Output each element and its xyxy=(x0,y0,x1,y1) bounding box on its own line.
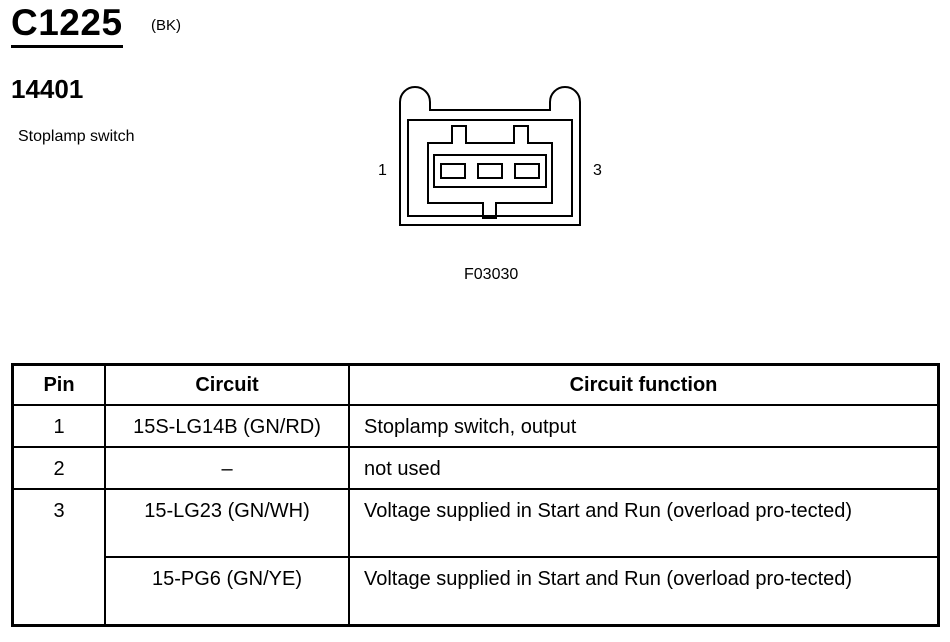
circuit-cell: – xyxy=(104,446,350,490)
part-name: Stoplamp switch xyxy=(18,128,135,145)
column-header-circuit-function: Circuit function xyxy=(348,363,940,406)
terminal-pin-3 xyxy=(514,163,540,179)
connector-housing-outer xyxy=(399,86,581,226)
terminal-cavity-block xyxy=(427,125,553,219)
part-number: 14401 xyxy=(11,74,84,104)
terminal-pin-2 xyxy=(477,163,503,179)
pin-table: Pin Circuit Circuit function 1 15S-LG14B… xyxy=(11,363,940,627)
figure-code: F03030 xyxy=(464,266,519,283)
circuit-function-cell: Stoplamp switch, output xyxy=(348,404,940,448)
terminal-frame xyxy=(433,154,547,188)
pin-1-label: 1 xyxy=(378,162,387,179)
table-row: 2 – not used xyxy=(11,446,940,490)
column-header-pin: Pin xyxy=(11,363,106,406)
table-row: 3 15-LG23 (GN/WH) Voltage supplied in St… xyxy=(11,488,940,627)
terminal-pin-1 xyxy=(440,163,466,179)
circuit-function-cell: Voltage supplied in Start and Run (overl… xyxy=(348,488,940,558)
connector-color-code: (BK) xyxy=(151,17,181,34)
circuit-cell: 15S-LG14B (GN/RD) xyxy=(104,404,350,448)
table-row: 15-PG6 (GN/YE) Voltage supplied in Start… xyxy=(13,556,940,627)
circuit-function-cell: not used xyxy=(348,446,940,490)
column-header-circuit: Circuit xyxy=(104,363,350,406)
pin-cell: 2 xyxy=(11,446,106,490)
connector-face-diagram xyxy=(399,86,581,226)
circuit-cell: 15-LG23 (GN/WH) xyxy=(104,488,350,558)
table-header-row: Pin Circuit Circuit function xyxy=(11,363,940,406)
pin-3-label: 3 xyxy=(593,162,602,179)
connector-housing-inner xyxy=(407,119,573,217)
pin-cell: 3 xyxy=(11,488,106,627)
circuit-cell: 15-PG6 (GN/YE) xyxy=(104,556,350,627)
circuit-function-cell: Voltage supplied in Start and Run (overl… xyxy=(348,556,940,627)
table-row: 1 15S-LG14B (GN/RD) Stoplamp switch, out… xyxy=(11,404,940,448)
connector-id: C1225 xyxy=(11,3,123,48)
pin-cell: 1 xyxy=(11,404,106,448)
